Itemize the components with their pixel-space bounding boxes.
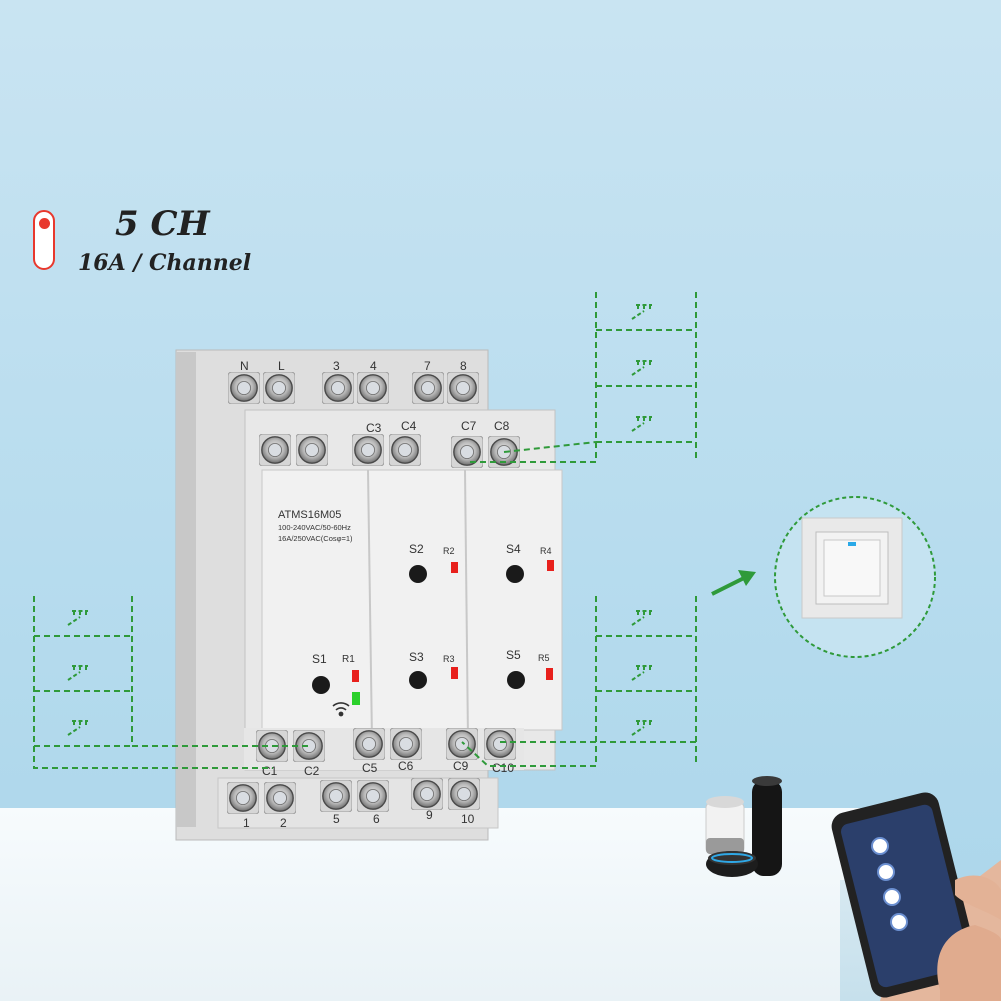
terminal-screw	[357, 372, 389, 404]
switch-symbol	[630, 415, 654, 433]
terminal-label-l: L	[278, 359, 285, 373]
wiring-top-right	[467, 292, 697, 463]
relay-led-r2	[451, 562, 458, 573]
terminal-label-c2: C2	[304, 764, 320, 778]
terminal-screw	[352, 434, 384, 466]
terminal-label-c1: C1	[262, 764, 278, 778]
wifi-icon	[332, 702, 350, 717]
relay-label-r4: R4	[540, 546, 552, 556]
terminal-screw	[296, 434, 328, 466]
lower-c-terminal-row: C1 C2 C5 C6 C9 C10	[244, 728, 524, 778]
terminal-label-4: 4	[370, 359, 377, 373]
button-label-s5: S5	[506, 648, 521, 662]
relay-led-r3	[451, 667, 458, 679]
toggle-icon	[33, 210, 55, 270]
arrow-right-icon	[711, 570, 756, 596]
switch-symbol	[66, 609, 90, 627]
terminal-label-5: 5	[333, 812, 340, 826]
terminal-screw	[259, 434, 291, 466]
terminal-screw	[264, 782, 296, 814]
upper-c-terminal-row: C3 C4 C7 C8	[259, 419, 520, 468]
smart-speakers	[705, 776, 782, 877]
spec-current: 16A/250VAC(Cosφ=1)	[278, 534, 353, 543]
wiring-left	[33, 596, 312, 769]
terminal-label-6: 6	[373, 812, 380, 826]
model-label: ATMS16M05	[278, 509, 341, 521]
terminal-label-c9: C9	[453, 759, 469, 773]
terminal-screw	[447, 372, 479, 404]
channel-count-title: 5 CH	[115, 204, 210, 244]
relay-label-r3: R3	[443, 654, 455, 664]
terminal-label-c10: C10	[492, 761, 514, 775]
button-label-s4: S4	[506, 542, 521, 556]
terminal-label-10: 10	[461, 812, 475, 826]
button-label-s2: S2	[409, 542, 424, 556]
switch-symbol	[630, 359, 654, 377]
bottom-terminal-row: 1 2 5 6 9 10	[227, 778, 480, 830]
button-s5[interactable]	[507, 671, 525, 689]
terminal-label-n: N	[240, 359, 249, 373]
switch-symbol	[66, 719, 90, 737]
terminal-label-2: 2	[280, 816, 287, 830]
button-s2[interactable]	[409, 565, 427, 583]
button-s3[interactable]	[409, 671, 427, 689]
button-s1[interactable]	[312, 676, 330, 694]
wall-switch-illustration	[774, 496, 936, 658]
relay-label-r2: R2	[443, 546, 455, 556]
terminal-screw	[389, 434, 421, 466]
relay-led-r5	[546, 668, 553, 680]
terminal-label-1: 1	[243, 816, 250, 830]
terminal-screw	[227, 782, 259, 814]
toggle-dot	[39, 218, 50, 229]
terminal-label-c6: C6	[398, 759, 414, 773]
button-label-s3: S3	[409, 650, 424, 664]
terminal-screw	[484, 728, 516, 760]
control-panel: S2 R2 S4 R4 S1 R1 S3 R3 S5 R5	[312, 542, 554, 717]
terminal-label-c3: C3	[366, 421, 382, 435]
terminal-screw	[353, 728, 385, 760]
switch-symbol	[630, 719, 654, 737]
top-terminal-row: N L 3 4 7 8	[228, 359, 479, 404]
wiring-bottom-right	[461, 596, 697, 767]
relay-led-r4	[547, 560, 554, 571]
terminal-screw	[448, 778, 480, 810]
terminal-label-c7: C7	[461, 419, 477, 433]
terminal-label-7: 7	[424, 359, 431, 373]
terminal-screw	[322, 372, 354, 404]
terminal-label-3: 3	[333, 359, 340, 373]
terminal-screw	[263, 372, 295, 404]
relay-label-r5: R5	[538, 653, 550, 663]
terminal-screw	[357, 780, 389, 812]
terminal-screw	[446, 728, 478, 760]
relay-label-r1: R1	[342, 654, 355, 665]
terminal-screw	[412, 372, 444, 404]
wifi-status-led	[352, 692, 360, 705]
terminal-screw	[411, 778, 443, 810]
terminal-screw	[228, 372, 260, 404]
terminal-label-c8: C8	[494, 419, 510, 433]
switch-symbol	[630, 303, 654, 321]
terminal-screw	[320, 780, 352, 812]
terminal-label-c4: C4	[401, 419, 417, 433]
button-s4[interactable]	[506, 565, 524, 583]
terminal-screw	[451, 436, 483, 468]
switch-symbol	[66, 664, 90, 682]
phone-in-hand	[831, 792, 1001, 1001]
spec-voltage: 100-240VAC/50-60Hz	[278, 523, 351, 532]
button-label-s1: S1	[312, 652, 327, 666]
terminal-label-8: 8	[460, 359, 467, 373]
switch-symbol	[630, 609, 654, 627]
switch-symbol	[630, 664, 654, 682]
terminal-screw	[390, 728, 422, 760]
relay-led-r1	[352, 670, 359, 682]
terminal-label-c5: C5	[362, 761, 378, 775]
terminal-label-9: 9	[426, 808, 433, 822]
channel-current-subtitle: 16A / Channel	[78, 250, 252, 276]
